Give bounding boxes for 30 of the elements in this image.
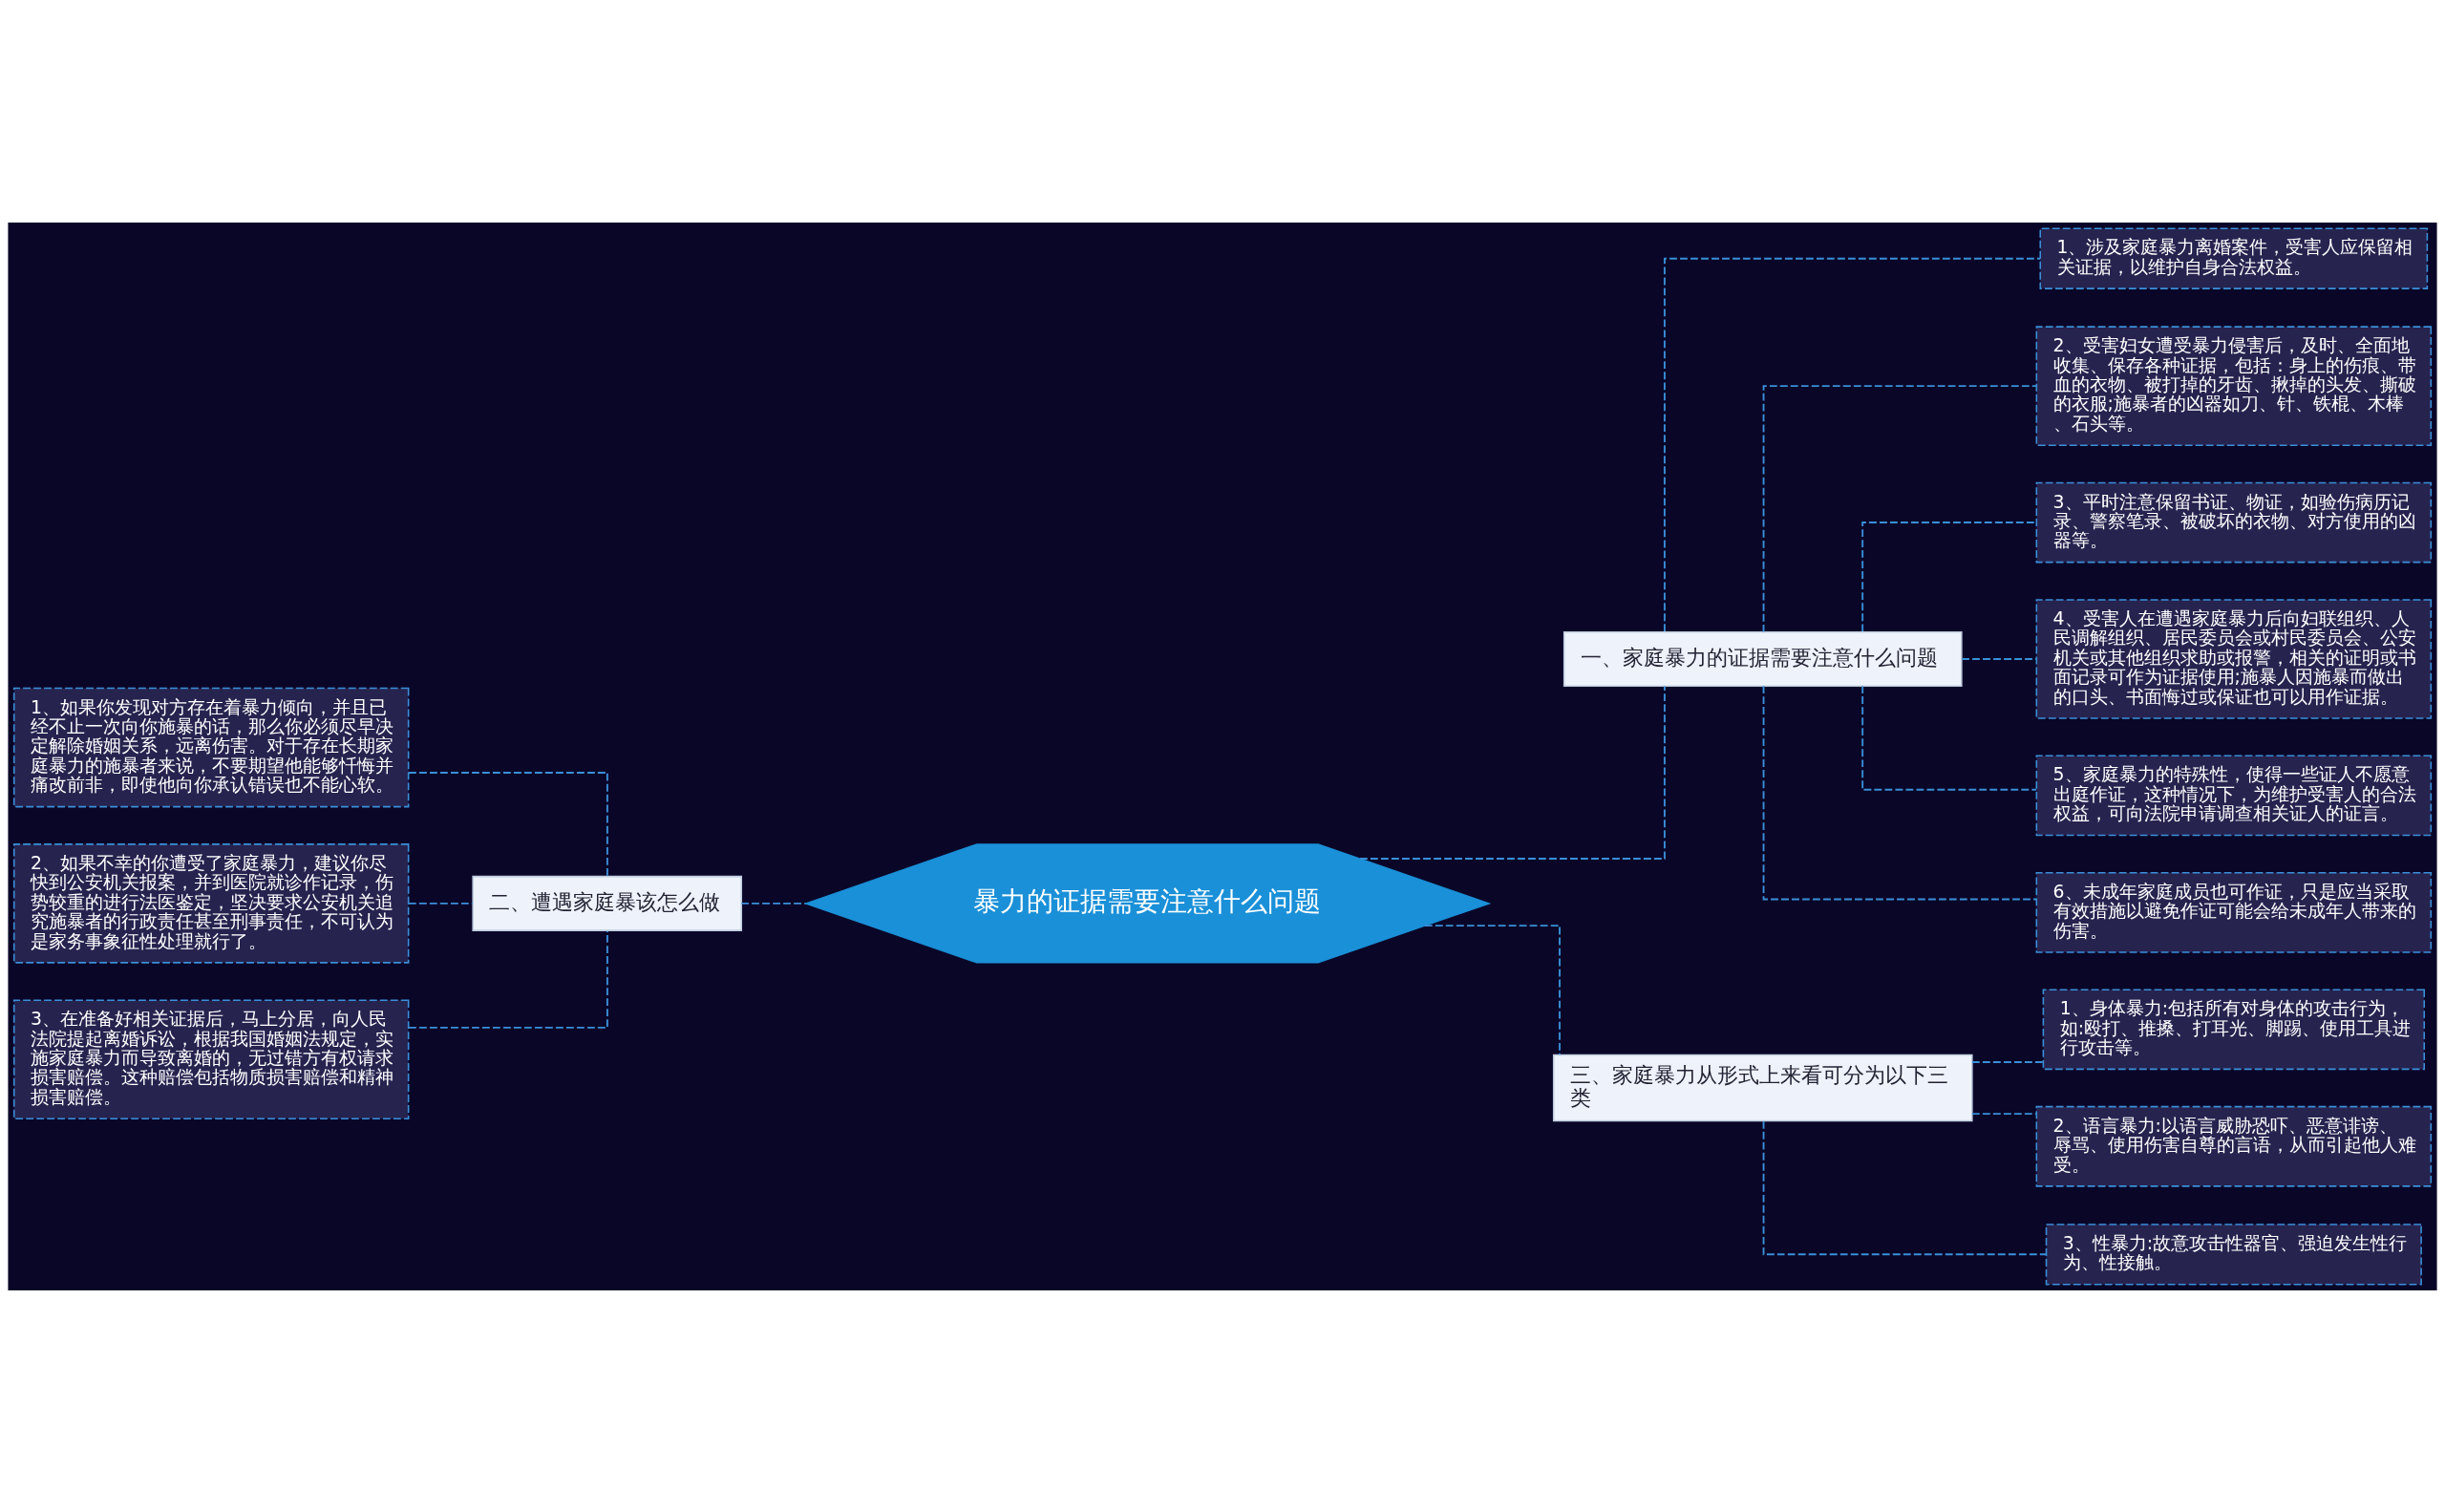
node-box: 1、涉及家庭暴力离婚案件，受害人应保留相关证据，以维护自身合法权益。 bbox=[2039, 227, 2429, 289]
node-box: 3、在准备好相关证据后，马上分居，向人民法院提起离婚诉讼，根据我国婚姻法规定，实施家庭暴力而导致离婚的，无过错方有权请求损害赔偿。这种赔偿包括物质损害赔偿和精神损害赔偿。 bbox=[12, 998, 410, 1119]
connector bbox=[1423, 924, 1561, 1055]
connector bbox=[1961, 657, 2037, 660]
connector bbox=[1861, 684, 2037, 791]
connector bbox=[408, 771, 608, 877]
connector bbox=[1663, 257, 2042, 632]
node-box: 4、受害人在遭遇家庭暴力后向妇联组织、人民调解组织、居民委员会或村民委员会、公安机关或其他组织求助或报警，相关的证明或书面记录可作为证据使用;施暴人因施暴而做出的口头、书面悔过或保证也可以用作证据。 bbox=[2035, 598, 2433, 719]
node-box: 一、家庭暴力的证据需要注意什么问题 bbox=[1563, 630, 1963, 687]
node-box: 三、家庭暴力从形式上来看可分为以下三类 bbox=[1552, 1054, 1973, 1121]
node-box: 3、性暴力:故意攻击性器官、强迫发生性行为、性接触。 bbox=[2045, 1223, 2422, 1285]
connector bbox=[1861, 521, 2037, 632]
connector bbox=[1762, 684, 2038, 900]
connector bbox=[1762, 1119, 2048, 1255]
connector bbox=[408, 929, 608, 1029]
connector bbox=[1970, 1060, 2044, 1063]
node-box: 二、遭遇家庭暴该怎么做 bbox=[472, 875, 743, 931]
node-box: 2、如果不幸的你遭受了家庭暴力，建议你尽快到公安机关报案，并到医院就诊作记录，伤势较重的进行法医鉴定，坚决要求公安机关追究施暴者的行政责任甚至刑事责任，不可认为是家务事象征性处理就行了。 bbox=[12, 842, 410, 964]
connector bbox=[1970, 1112, 2038, 1115]
node-box: 2、语言暴力:以语言威胁恐吓、恶意诽谤、辱骂、使用伤害自尊的言语，从而引起他人难受。 bbox=[2035, 1105, 2433, 1187]
node-box: 6、未成年家庭成员也可作证，只是应当采取有效措施以避免作证可能会给未成年人带来的伤害。 bbox=[2035, 871, 2433, 953]
connector bbox=[407, 902, 474, 905]
connector bbox=[740, 902, 807, 905]
connector bbox=[1762, 384, 2038, 632]
node-box: 1、如果你发现对方存在着暴力倾向，并且已经不止一次向你施暴的话，那么你必须尽早决定解除婚姻关系，远离伤害。对于存在长期家庭暴力的施暴者来说，不要期望他能够忏悔并痛改前非，即使他向你承认错误也不能心软。 bbox=[12, 687, 410, 807]
node-box: 5、家庭暴力的特殊性，使得一些证人不愿意出庭作证，这种情况下，为维护受害人的合法权益，可向法院申请调查相关证人的证言。 bbox=[2035, 754, 2433, 836]
node-box: 3、平时注意保留书证、物证，如验伤病历记录、警察笔录、被破坏的衣物、对方使用的凶器等。 bbox=[2035, 481, 2433, 563]
connector bbox=[1359, 685, 1666, 860]
node-box: 1、身体暴力:包括所有对身体的攻击行为，如:殴打、推搡、打耳光、脚踢、使用工具进行攻击等。 bbox=[2042, 988, 2425, 1070]
node-box: 2、受害妇女遭受暴力侵害后，及时、全面地收集、保存各种证据，包括：身上的伤痕、带血的衣物、被打掉的牙齿、揪掉的头发、撕破的衣服;施暴者的凶器如刀、针、铁棍、木棒、石头等。 bbox=[2035, 325, 2433, 446]
